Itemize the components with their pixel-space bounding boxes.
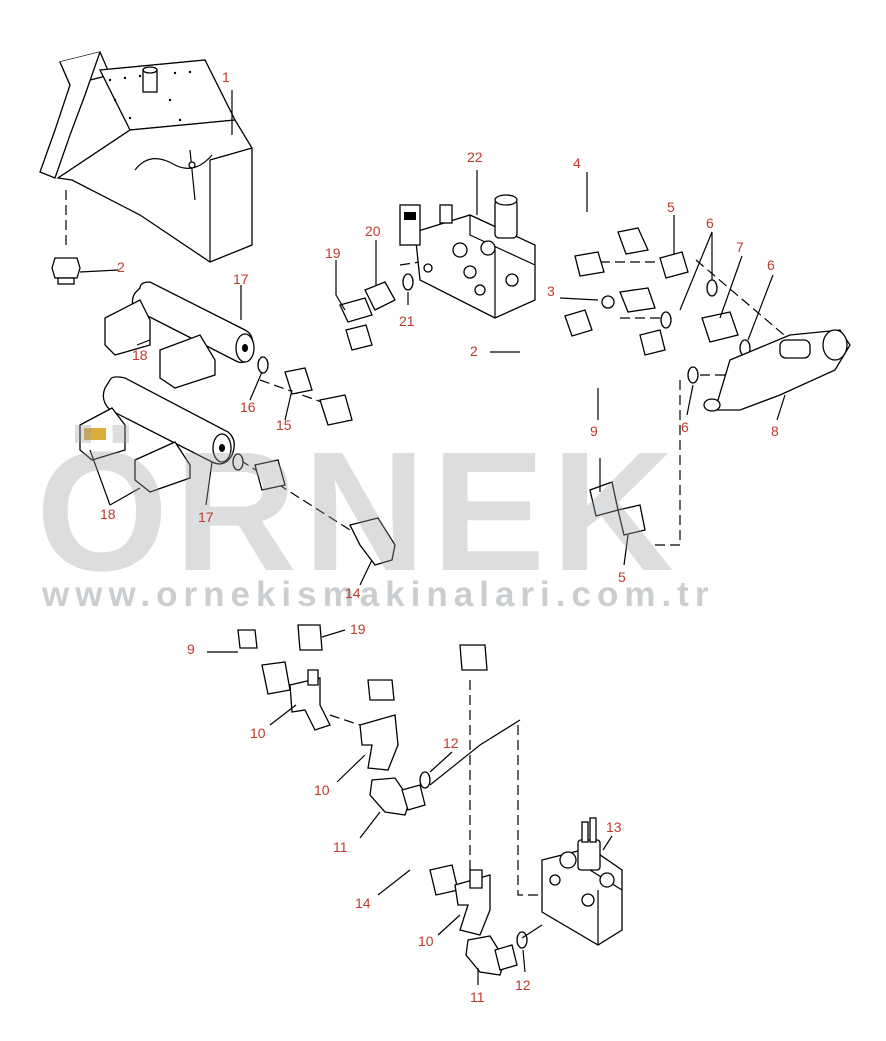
valve-block-13 (541, 817, 623, 946)
accumulator-17-top (104, 281, 255, 389)
callout-8: 8 (771, 423, 779, 439)
tee-elbow-fittings (261, 661, 528, 976)
elbow-19-top (339, 297, 373, 351)
middle-fittings (237, 481, 646, 701)
callout-14b: 14 (355, 895, 371, 911)
callout-12a: 12 (443, 735, 459, 751)
callout-11b: 11 (470, 989, 485, 1005)
callout-6c: 6 (681, 419, 689, 435)
oil-tank (39, 51, 253, 263)
callout-6b: 6 (767, 257, 775, 273)
watermark-url: www.ornekismakinalari.com.tr (41, 575, 714, 614)
watermark: ÖRNEK www.ornekismakinalari.com.tr (36, 417, 714, 614)
callout-17a: 17 (233, 271, 249, 287)
callout-10b: 10 (314, 782, 330, 798)
callout-labels: 1 2 2 3 4 5 5 6 6 6 7 8 9 9 10 10 10 11 … (100, 69, 779, 1005)
leader-lines (79, 90, 786, 985)
callout-10c: 10 (418, 933, 434, 949)
valve-block-22 (399, 194, 536, 319)
callout-9a: 9 (590, 423, 598, 439)
callout-5a: 5 (667, 199, 675, 215)
washers-16-fittings-15 (232, 356, 353, 491)
callout-3: 3 (547, 283, 555, 299)
callout-12b: 12 (515, 977, 531, 993)
callout-14a: 14 (345, 585, 361, 601)
callout-22: 22 (467, 149, 483, 165)
fitting-20-21 (364, 273, 414, 311)
callout-18b: 18 (100, 506, 116, 522)
callout-9b: 9 (187, 641, 195, 657)
callout-13: 13 (606, 819, 622, 835)
callout-19b: 19 (350, 621, 366, 637)
accumulator-17-bottom (79, 376, 235, 493)
brake-valve-8 (687, 329, 851, 412)
callout-4: 4 (573, 155, 581, 171)
fittings-right-upper (564, 227, 751, 357)
callout-19a: 19 (325, 245, 341, 261)
callout-2b: 2 (470, 343, 478, 359)
callout-15: 15 (276, 417, 292, 433)
callout-5b: 5 (618, 569, 626, 585)
watermark-brand: ÖRNEK (36, 417, 680, 607)
callout-17b: 17 (198, 509, 214, 525)
callout-1: 1 (222, 69, 230, 85)
callout-7: 7 (736, 239, 744, 255)
callout-16: 16 (240, 399, 256, 415)
tank-fitting (51, 257, 81, 285)
callout-2a: 2 (117, 259, 125, 275)
callout-18a: 18 (132, 347, 148, 363)
pipe-network (63, 212, 701, 878)
callout-21: 21 (399, 313, 415, 329)
callout-10a: 10 (250, 725, 266, 741)
callout-20: 20 (365, 223, 381, 239)
callout-11a: 11 (333, 839, 348, 855)
callout-6a: 6 (706, 215, 714, 231)
